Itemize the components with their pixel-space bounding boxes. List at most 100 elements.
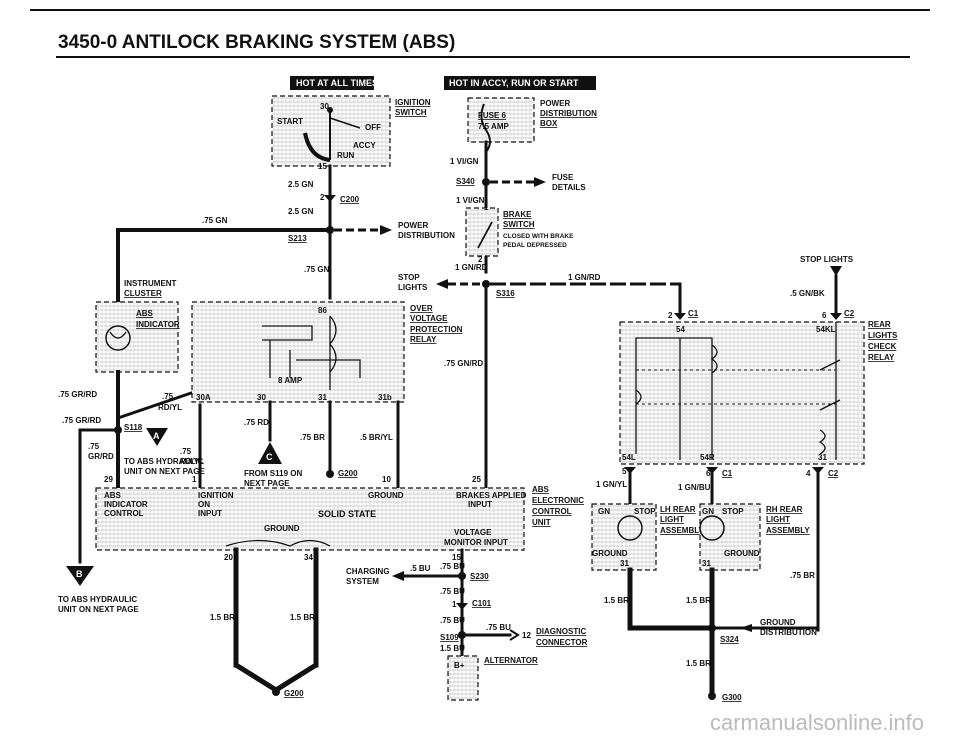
rh-lamp-icon <box>699 515 725 541</box>
s213-splice-icon <box>326 226 334 234</box>
lh-lamp-icon <box>617 515 643 541</box>
hot-all-times-label: HOT AT ALL TIMES <box>296 78 378 88</box>
page-title: 3450-0 ANTILOCK BRAKING SYSTEM (ABS) <box>58 32 455 53</box>
ecu-name1: ABS <box>532 485 550 494</box>
s340-splice-icon <box>482 178 490 186</box>
relay-title4: RELAY <box>410 335 437 344</box>
stop-lights-label2: LIGHTS <box>398 283 428 292</box>
stop-lights-arrow-icon <box>436 279 448 289</box>
ecu-brakes-input-label: INPUT <box>468 500 492 509</box>
brake-note1: CLOSED WITH BRAKE <box>503 233 574 240</box>
wire-label-rdyl4: RD/YL <box>180 457 204 466</box>
ecu-solid-state-label: SOLID STATE <box>318 509 376 519</box>
ecu-pin10: 10 <box>382 475 391 484</box>
s109-splice-icon <box>458 631 466 639</box>
cluster-title2: CLUSTER <box>124 289 162 298</box>
power-dist-label2: DISTRIBUTION <box>398 231 455 240</box>
wire-label-gnrd75: .75 GN/RD <box>444 359 483 368</box>
ecu-pin20: 20 <box>224 553 233 562</box>
ecu-name3: CONTROL <box>532 507 572 516</box>
charging-label2: SYSTEM <box>346 577 379 586</box>
power-dist-arrow-icon <box>380 225 392 235</box>
hot-run-label: HOT IN ACCY, RUN OR START <box>449 78 579 88</box>
rear-relay-title1: REAR <box>868 320 891 329</box>
wire-label-bu5: .5 BU <box>410 564 431 573</box>
c2a-pin: 6 <box>822 311 827 320</box>
rh-title3: ASSEMBLY <box>766 526 810 535</box>
brake-title1: BRAKE <box>503 210 532 219</box>
lh-title2: LIGHT <box>660 515 684 524</box>
ignition-off-label: OFF <box>365 123 381 132</box>
offpage-c-text2: NEXT PAGE <box>244 479 290 488</box>
brake-pin2: 2 <box>478 255 483 264</box>
alternator-box <box>447 655 479 701</box>
wire-label-rd75: .75 RD <box>244 418 269 427</box>
ecu-pin34: 34 <box>304 553 313 562</box>
offpage-a-label: A <box>153 431 160 441</box>
s230-label: S230 <box>470 572 489 581</box>
hot-all-times-banner <box>290 76 374 90</box>
fuse-details1: FUSE <box>552 173 574 182</box>
s324-splice-icon <box>708 624 716 632</box>
c1a-pin: 2 <box>668 311 673 320</box>
rear-lights-relay-box <box>619 321 865 465</box>
relay-pin54r: 54R <box>700 453 715 462</box>
wire-label-bu75d: .75 BU <box>486 623 511 632</box>
alternator-bplus: B+ <box>454 661 465 670</box>
watermark: carmanualsonline.info <box>710 710 924 735</box>
ecu-control-label: CONTROL <box>104 509 144 518</box>
c2b-label: C2 <box>828 469 839 478</box>
g200b-ground-icon <box>272 688 280 696</box>
fuse-amp: 7.5 AMP <box>478 122 509 131</box>
relay-amp: 8 AMP <box>278 376 303 385</box>
offpage-b-label: B <box>76 569 83 579</box>
diag-label1: DIAGNOSTIC <box>536 627 586 636</box>
relay-pin54: 54 <box>676 325 685 334</box>
diag-connector-icon <box>509 629 520 641</box>
c2b-connector-icon <box>812 467 824 474</box>
wire-label-gnyl: 1 GN/YL <box>596 480 627 489</box>
diag-pin12: 12 <box>522 631 531 640</box>
wire-label-rdyl3: .75 <box>180 447 192 456</box>
lh-ground-label: GROUND <box>592 549 628 558</box>
offpage-c-label: C <box>266 452 273 462</box>
ignition-terminal <box>327 107 333 113</box>
brake-pin1: 1 <box>484 203 489 212</box>
brake-title2: SWITCH <box>503 220 535 229</box>
wire-label-gnrd2: 1 GN/RD <box>568 273 601 282</box>
alternator-label: ALTERNATOR <box>484 656 538 665</box>
ecu-pin15: 15 <box>452 553 461 562</box>
wire-label-gnbk: .5 GN/BK <box>790 289 825 298</box>
wire-label-grrd2: .75 GR/RD <box>62 416 101 425</box>
ignition-title: IGNITION <box>395 98 431 107</box>
rh-title1: RH REAR <box>766 505 803 514</box>
wire-label-75gn: .75 GN <box>202 216 228 225</box>
relay-pin31: 31 <box>318 393 327 402</box>
brake-switch-box <box>465 207 499 257</box>
c2b-pin: 4 <box>806 469 811 478</box>
c1b-pin: 6 <box>706 469 711 478</box>
brake-switch-blade <box>477 221 493 249</box>
g300-label: G300 <box>722 693 742 702</box>
power-dist-label1: POWER <box>398 221 428 230</box>
ignition-start-label: START <box>277 117 303 126</box>
rh-title2: LIGHT <box>766 515 790 524</box>
wire-label-25gn-a: 2.5 GN <box>288 180 314 189</box>
wire-label-gnbu: 1 GN/BU <box>678 483 711 492</box>
lh-gn-label: GN <box>598 507 610 516</box>
fuse-details2: DETAILS <box>552 183 586 192</box>
ecu-monitor-label: MONITOR INPUT <box>444 538 508 547</box>
g300-ground-icon <box>708 692 716 700</box>
wire-label-grrd3: .75 <box>88 442 100 451</box>
wire-label-grrd1: .75 GR/RD <box>58 390 97 399</box>
fuse-element-icon <box>480 103 491 153</box>
abs-control-unit-box <box>95 487 525 551</box>
rear-relay-title2: LIGHTS <box>868 331 898 340</box>
c101-connector-icon <box>456 603 468 610</box>
wire-label-grrd4: GR/RD <box>88 452 114 461</box>
ecu-pin29: 29 <box>104 475 113 484</box>
c200-label: C200 <box>340 195 360 204</box>
hot-run-banner <box>444 76 596 90</box>
relay-pin86: 86 <box>318 306 327 315</box>
charging-arrow-icon <box>392 571 404 581</box>
